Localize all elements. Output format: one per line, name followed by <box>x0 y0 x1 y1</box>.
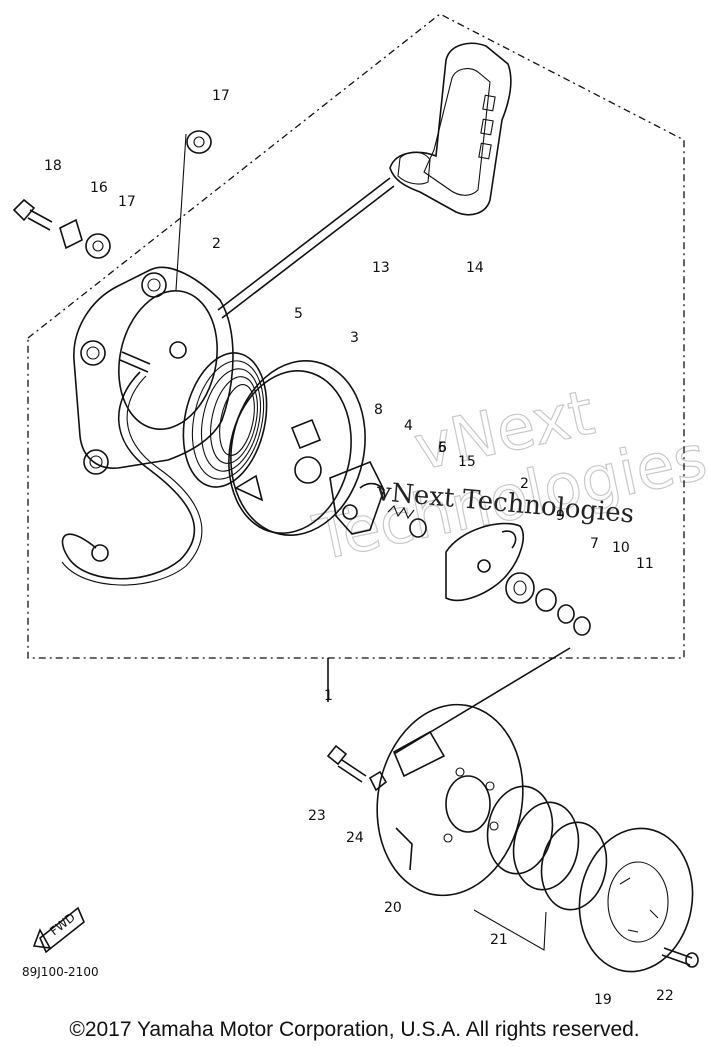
callout-14: 14 <box>466 260 484 276</box>
callout-24: 24 <box>346 830 364 846</box>
callout-10: 10 <box>612 540 630 556</box>
callout-5: 5 <box>294 306 303 322</box>
callout-2-plate: 2 <box>520 476 529 492</box>
bolt-18 <box>12 198 53 231</box>
callout-16: 16 <box>90 180 108 196</box>
callout-4: 4 <box>404 418 413 434</box>
collar-17-left <box>85 233 111 259</box>
callout-7: 7 <box>590 536 599 552</box>
starter-rope <box>217 177 395 319</box>
rope-pulley <box>228 360 366 536</box>
bearing <box>505 572 535 604</box>
washer-7 <box>535 588 557 612</box>
callout-13: 13 <box>372 260 390 276</box>
callout-15: 15 <box>458 454 476 470</box>
diagram-code: 89J100-2100 <box>22 965 99 979</box>
starter-handle <box>389 42 512 216</box>
cover-plate-19 <box>578 827 694 973</box>
callout-8: 8 <box>374 402 383 418</box>
friction-plate <box>445 522 524 602</box>
callout-3: 3 <box>350 330 359 346</box>
washer-15 <box>409 518 427 538</box>
small-spring <box>387 505 415 520</box>
nut-11 <box>573 616 591 636</box>
callout-21: 21 <box>490 932 508 948</box>
callout-22: 22 <box>656 988 674 1004</box>
fwd-label: FWD <box>47 910 78 938</box>
starter-case <box>61 266 234 586</box>
spacer-plates-21 <box>473 785 608 951</box>
callout-9: 9 <box>556 508 565 524</box>
bolt-22 <box>661 947 699 968</box>
ratchet-pawl <box>329 460 386 535</box>
callout-17: 17 <box>118 194 136 210</box>
leader-line-17 <box>175 133 187 291</box>
callout-19: 19 <box>594 992 612 1008</box>
callout-5-pawl: 5 <box>438 440 447 456</box>
bolt-23 <box>326 744 367 783</box>
callout-17-top: 17 <box>212 88 230 104</box>
callout-6: 6 <box>438 440 447 456</box>
callout-11: 11 <box>636 556 654 572</box>
callout-23: 23 <box>308 808 326 824</box>
callout-1: 1 <box>324 688 333 704</box>
fwd-arrow: FWD <box>32 906 85 954</box>
copyright-notice: ©2017 Yamaha Motor Corporation, U.S.A. A… <box>69 1018 640 1041</box>
collar-17-top <box>186 130 212 154</box>
drive-pulley-20 <box>376 703 524 897</box>
callout-2: 2 <box>212 236 221 252</box>
callout-18: 18 <box>44 158 62 174</box>
collar-16 <box>59 218 83 250</box>
spring-washer-10 <box>557 604 575 624</box>
recoil-spring <box>182 352 268 488</box>
nut-24 <box>368 770 388 792</box>
callout-20: 20 <box>384 900 402 916</box>
assembly-boundary <box>27 13 685 659</box>
